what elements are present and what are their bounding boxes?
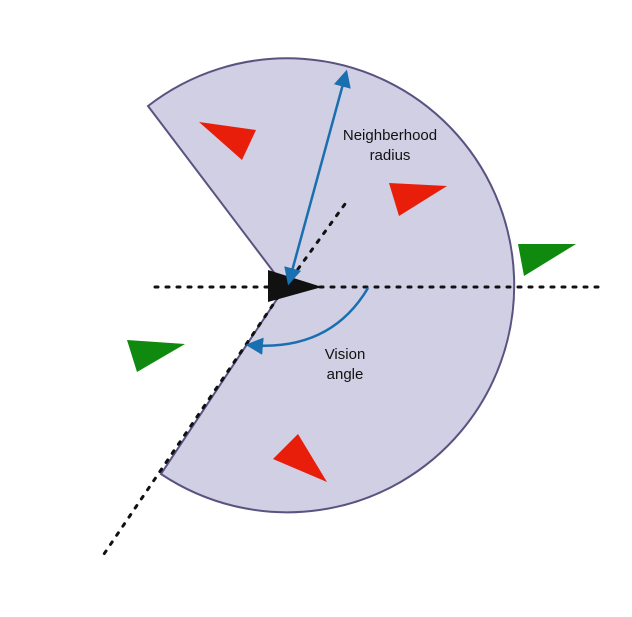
neighbor-agent-3 xyxy=(273,434,327,482)
vision-angle-arc xyxy=(245,287,370,355)
neighbor-agent-1 xyxy=(199,122,256,160)
vision-angle-label: Vision angle xyxy=(300,345,390,385)
vision-boundary-dotted-line-lower xyxy=(102,285,287,556)
neighborhood-radius-label: Neighberhood radius xyxy=(322,126,458,166)
neighborhood-radius-label-line2: radius xyxy=(369,147,411,164)
neighborhood-radius-label-line1: Neighberhood xyxy=(342,127,438,144)
focal-agent xyxy=(268,270,322,302)
outside-agent-1 xyxy=(518,244,576,276)
vision-angle-label-line1: Vision xyxy=(324,346,366,363)
vision-angle-label-line2: angle xyxy=(326,366,364,383)
neighborhood-radius-arrow xyxy=(284,69,351,286)
neighbor-agent-2 xyxy=(389,183,447,216)
outside-agent-2 xyxy=(127,340,185,372)
